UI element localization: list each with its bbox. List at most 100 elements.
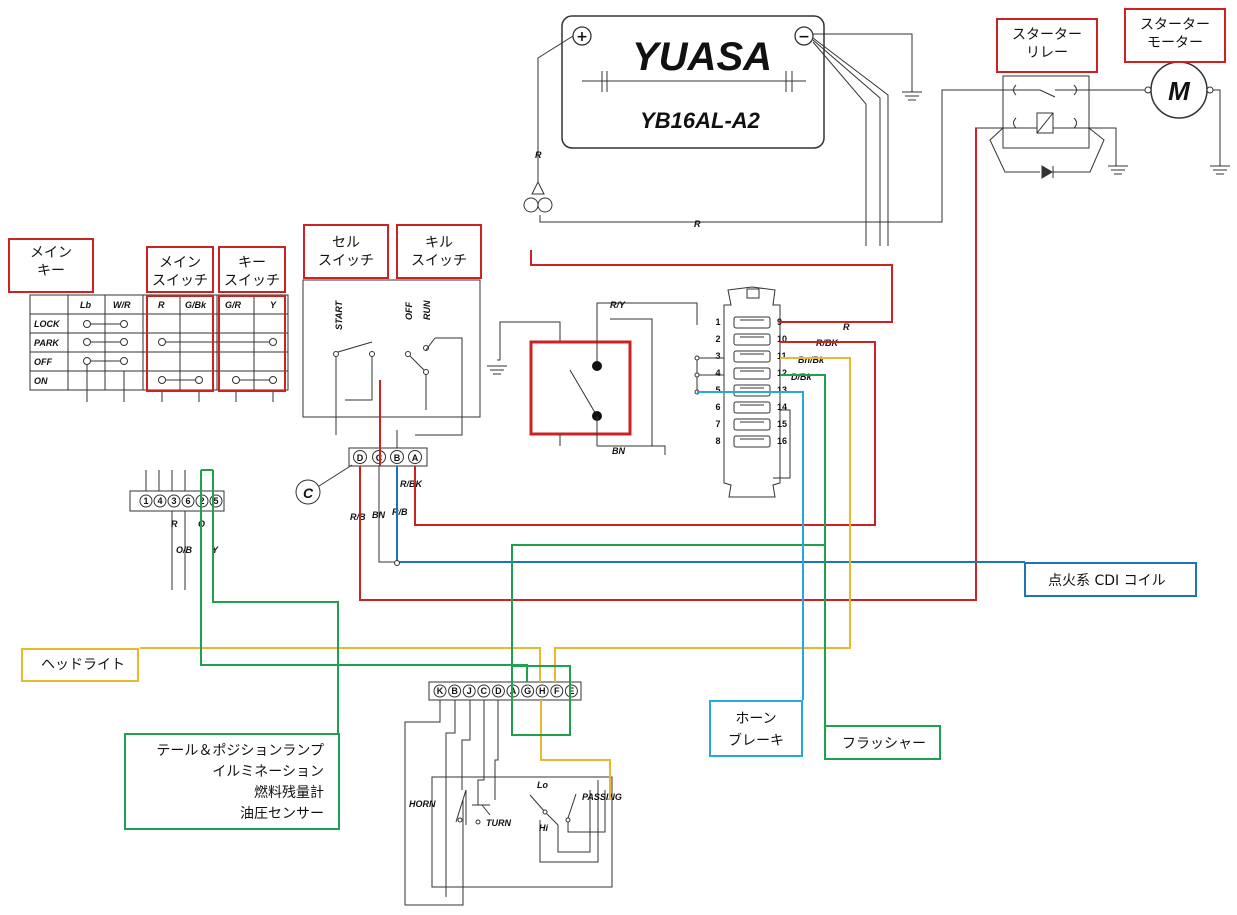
- battery-plus: +: [576, 29, 588, 45]
- fuse-pin-right: 12: [777, 368, 787, 378]
- connector-dcba: D C B A C: [295, 447, 428, 505]
- fuse-pin-right: 14: [777, 402, 787, 412]
- box-horn-brake: ホーン ブレーキ: [709, 700, 803, 757]
- connector-6pin-label: 5: [213, 496, 218, 506]
- wire-label-rb1: R/B: [350, 512, 366, 522]
- connector-6pin-pin: [181, 494, 195, 508]
- box-main-key: メイン キー: [8, 238, 94, 293]
- box-tail-position: テール＆ポジションランプ イルミネーション 燃料残量計 油圧センサー: [124, 733, 340, 830]
- starter-relay-symbol: [975, 75, 1150, 179]
- key-header-r: R: [158, 300, 165, 310]
- box-flasher: フラッシャー: [824, 725, 941, 760]
- bn-wire: [378, 430, 398, 563]
- connector-bottom-pin: [521, 684, 535, 698]
- fuse-pin-left: 8: [715, 436, 720, 446]
- connector-bottom-label: J: [467, 686, 472, 696]
- box-starter-relay: スターター リレー: [996, 18, 1098, 73]
- highlight-main-switch-cols: [146, 295, 214, 392]
- connector-6pin-label: 3: [171, 496, 176, 506]
- box-headlight: ヘッドライト: [21, 648, 139, 682]
- connector-bottom-label: F: [554, 686, 560, 696]
- fuse-slot: [733, 435, 771, 448]
- fuse-slot: [733, 350, 771, 363]
- wire-label-ob-left: O/B: [176, 545, 193, 555]
- label-hi: Hi: [539, 823, 548, 833]
- connector-bottom-pin: [535, 684, 549, 698]
- connector-6pin-pin: [139, 494, 153, 508]
- fuse-slot: [733, 367, 771, 380]
- fuse-slot: [733, 418, 771, 431]
- connector-bottom-label: K: [437, 686, 444, 696]
- main-fuse-icon: [523, 180, 553, 213]
- wire-label-ry: R/Y: [610, 300, 626, 310]
- wire-label-bn: BN: [612, 446, 625, 456]
- battery: + − YUASA YB16AL-A2: [561, 15, 825, 149]
- fuse-pin-left: 2: [715, 334, 720, 344]
- connector-bottom-label: B: [451, 686, 458, 696]
- connector-bottom-label: A: [510, 686, 517, 696]
- box-cell-switch: セル スイッチ: [303, 224, 389, 279]
- key-row-on: ON: [34, 376, 48, 386]
- junction-dot: [694, 372, 700, 378]
- pin-a: A: [412, 453, 419, 463]
- pin-d: D: [357, 453, 364, 463]
- handlebar-switch-right: [302, 279, 481, 436]
- wire-label-bnbk: Bn/Bk: [798, 355, 825, 365]
- key-header-wr: W/R: [113, 300, 131, 310]
- wire-label-rb2: R/B: [392, 507, 408, 517]
- ground-icon: [487, 91, 1230, 375]
- connector-bottom-label: C: [481, 686, 488, 696]
- ground-c-label: C: [303, 485, 314, 501]
- key-header-gbk: G/Bk: [185, 300, 207, 310]
- switch-label-start: START: [334, 299, 344, 330]
- highlight-key-switch-cols: [218, 295, 286, 392]
- connector-bottom-pin: [477, 684, 491, 698]
- wire-label-r-mid: R: [694, 219, 701, 229]
- key-row-park: PARK: [34, 338, 60, 348]
- fuse-pin-left: 7: [715, 419, 720, 429]
- wire-label-r-fuse: R: [843, 322, 850, 332]
- connector-bottom-pin: [462, 684, 476, 698]
- label-horn: HORN: [409, 799, 436, 809]
- connector-bottom-pin: [491, 684, 505, 698]
- switch-label-run: RUN: [422, 300, 432, 320]
- fuse-slot: [733, 384, 771, 397]
- label-passing: PASSING: [582, 792, 622, 802]
- connector-6pin-label: 4: [157, 496, 162, 506]
- wire-label-y-left: Y: [212, 545, 219, 555]
- fuse-pin-right: 15: [777, 419, 787, 429]
- connector-bottom-pin: [564, 684, 578, 698]
- key-row-lock: LOCK: [34, 319, 61, 329]
- battery-wiring: [537, 33, 1005, 246]
- fuse-pin-left: 6: [715, 402, 720, 412]
- connector-6pin-label: 1: [143, 496, 148, 506]
- key-header-y: Y: [270, 300, 277, 310]
- fuse-slot: [733, 316, 771, 329]
- box-key-switch: キー スイッチ: [218, 246, 286, 293]
- switch-label-off: OFF: [404, 302, 414, 320]
- key-switch-table: [29, 294, 289, 402]
- starter-motor-symbol: M: [1144, 61, 1221, 166]
- connector-bottom-label: H: [539, 686, 546, 696]
- blue-wire: [396, 466, 1025, 563]
- fuse-pin-left: 1: [715, 317, 720, 327]
- label-lo: Lo: [537, 780, 548, 790]
- connector-6pin-label: 6: [185, 496, 190, 506]
- box-kill-switch: キル スイッチ: [396, 224, 482, 279]
- fuse-pin-left: 4: [715, 368, 720, 378]
- fuse-slot: [733, 333, 771, 346]
- fuse-pin-left: 5: [715, 385, 720, 395]
- junction-dot: [394, 560, 400, 566]
- fuse-pin-right: 16: [777, 436, 787, 446]
- pin-b: B: [394, 453, 401, 463]
- box-ignition: 点火系 CDI コイル: [1024, 562, 1197, 597]
- key-switch-contacts: [83, 320, 277, 384]
- connector-bottom-label: G: [524, 686, 531, 696]
- connector-bottom-pin: [448, 684, 462, 698]
- connector-bottom-label: D: [495, 686, 502, 696]
- fuse-pin-left: 3: [715, 351, 720, 361]
- fuse-pin-right: 11: [777, 351, 787, 361]
- box-starter-motor: スターター モーター: [1124, 8, 1226, 63]
